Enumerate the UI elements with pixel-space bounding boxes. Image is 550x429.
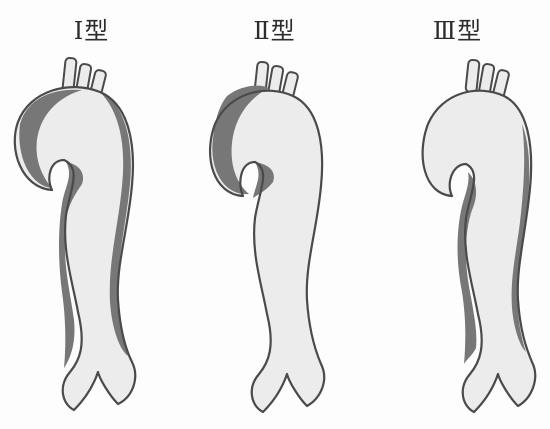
type-2-label: Ⅱ型 bbox=[253, 17, 296, 45]
aorta-outline bbox=[13, 85, 137, 412]
type-1-label: Ⅰ型 bbox=[73, 17, 110, 45]
aorta-type-2 bbox=[208, 60, 326, 414]
dissection-descending-outer bbox=[100, 92, 131, 356]
dissection-descending-inner bbox=[59, 162, 84, 368]
panel-type-1: Ⅰ型 bbox=[0, 0, 183, 429]
branch-vessel bbox=[464, 58, 481, 94]
aorta-outline bbox=[421, 89, 537, 414]
aorta-body bbox=[422, 90, 536, 412]
dissection-descending-outer bbox=[511, 124, 530, 352]
aorta-outline bbox=[208, 89, 326, 414]
panel-type-3: Ⅲ型 bbox=[366, 0, 549, 429]
aorta-type-3 bbox=[421, 58, 537, 414]
dissection-descending-inner bbox=[457, 172, 477, 364]
aorta-type-1 bbox=[13, 56, 137, 412]
aorta-body bbox=[210, 90, 325, 412]
type-3-label: Ⅲ型 bbox=[432, 17, 483, 45]
panel-type-2: Ⅱ型 bbox=[183, 0, 366, 429]
dissection-ascending bbox=[212, 85, 269, 195]
dissection-ascending bbox=[19, 89, 82, 188]
aorta-body bbox=[14, 87, 136, 410]
